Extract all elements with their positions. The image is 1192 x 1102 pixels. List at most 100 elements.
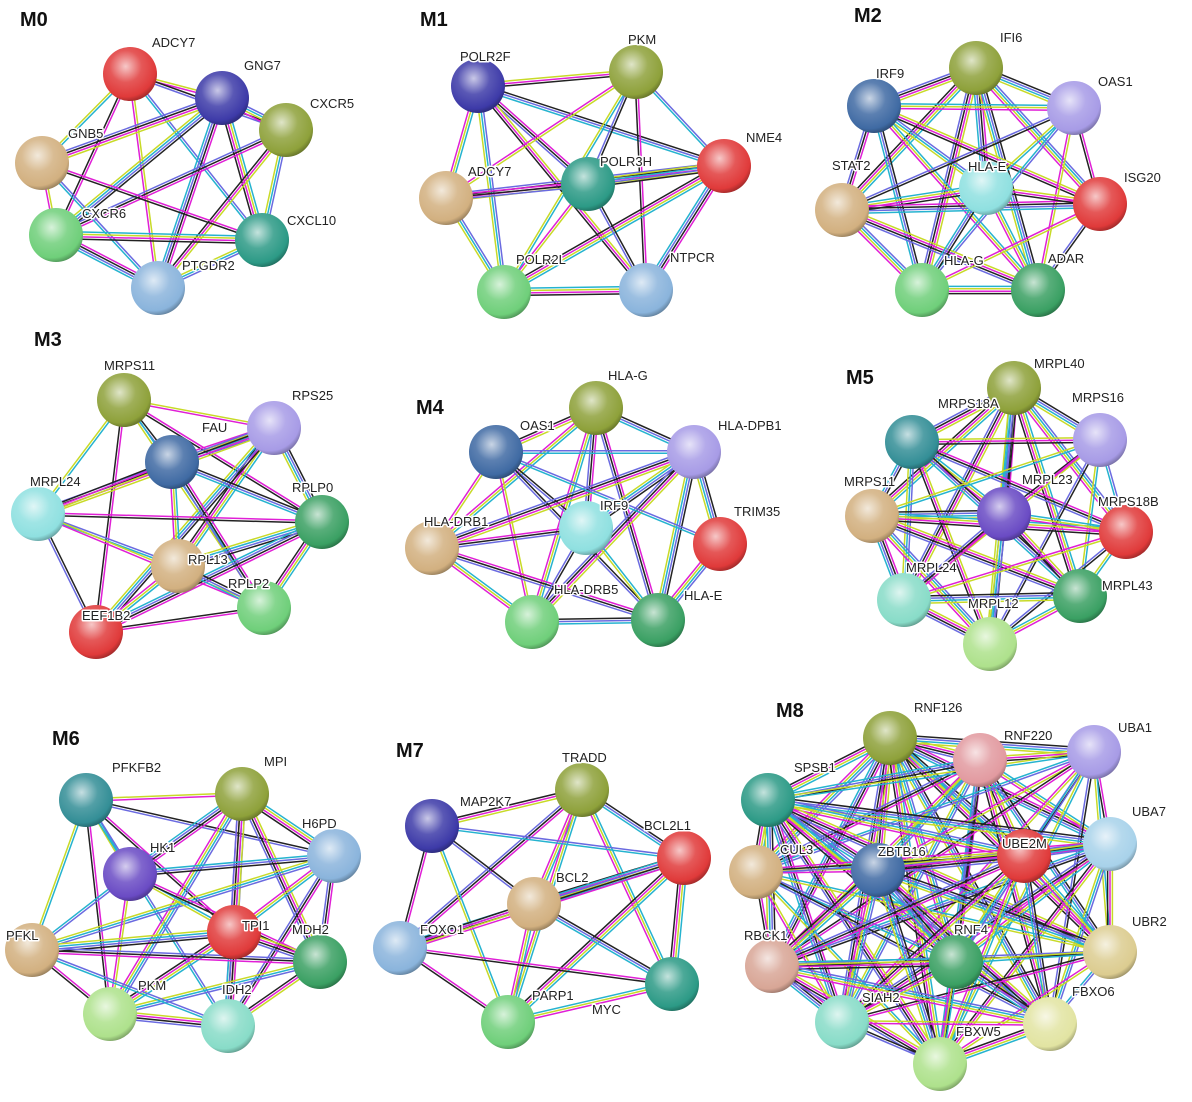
gene-node-circle: [215, 767, 269, 821]
gene-label: MRPS11: [104, 358, 155, 373]
network-edge: [756, 752, 1095, 874]
gene-node-circle: [293, 935, 347, 989]
gene-node-ntpcr: NTPCR: [619, 249, 716, 317]
gene-node-circle: [469, 425, 523, 479]
gene-node-hla-dpb1: HLA-DPB1: [667, 417, 783, 479]
gene-label: IRF9: [876, 66, 904, 81]
network-edge: [873, 105, 1039, 291]
gene-node-zbtb16: ZBTB16: [851, 843, 927, 897]
network-edge: [530, 450, 694, 622]
network-edge: [240, 794, 320, 963]
gene-label: SIAH2: [862, 990, 900, 1005]
gene-node-circle: [559, 501, 613, 555]
network-edge: [31, 951, 320, 966]
network-edge: [768, 798, 942, 1064]
network-edge: [878, 868, 1111, 952]
gene-node-mrps18b: MRPS18B: [1097, 493, 1160, 559]
gene-node-uba7: UBA7: [1083, 803, 1167, 871]
network-edge: [170, 463, 322, 525]
gene-label: IDH2: [222, 982, 252, 997]
gene-label: MRPL24: [906, 560, 957, 575]
gene-node-tradd: TRADD: [555, 749, 609, 817]
network-edge: [656, 451, 694, 620]
gene-node-mrps16: MRPS16: [1071, 389, 1127, 467]
network-edge: [429, 405, 595, 547]
network-edge: [904, 598, 1081, 605]
gene-node-cxcr5: CXCR5: [259, 95, 356, 157]
network-edge: [771, 855, 1025, 967]
network-edge: [911, 436, 1100, 441]
gene-node-circle: [103, 847, 157, 901]
gene-node-trim35: TRIM35: [693, 503, 782, 571]
gene-node-circle: [657, 831, 711, 885]
network-edge: [911, 441, 1127, 533]
gene-node-pkm: PKM: [609, 31, 663, 99]
network-edge: [1025, 855, 1054, 1024]
gene-node-circle: [741, 773, 795, 827]
network-edge: [112, 795, 246, 1017]
network-edge: [841, 1022, 1050, 1026]
network-edge: [31, 927, 234, 948]
network-edge: [841, 855, 1025, 1023]
network-edge: [109, 958, 320, 1013]
gene-node-circle: [569, 381, 623, 435]
gene-node-gnb5: GNB5: [15, 125, 105, 190]
network-edge: [444, 70, 636, 198]
network-edge: [397, 787, 581, 947]
gene-node-circle: [1073, 413, 1127, 467]
module-edges: [30, 790, 338, 1031]
gene-node-spsb1: SPSB1: [741, 759, 837, 827]
network-edge: [507, 983, 673, 1023]
network-edge: [399, 948, 672, 986]
network-edge: [660, 452, 699, 621]
network-edge: [31, 852, 334, 949]
gene-node-circle: [913, 1037, 967, 1091]
gene-label: POLR3H: [600, 154, 652, 169]
gene-node-circle: [851, 843, 905, 897]
gene-node-hla-g: HLA-G: [895, 252, 985, 317]
network-edge: [583, 788, 675, 984]
network-edge: [873, 390, 1017, 520]
network-edge: [130, 72, 264, 240]
gene-node-circle: [15, 136, 69, 190]
network-edge: [768, 795, 1025, 854]
gene-label: FOXO1: [420, 922, 464, 937]
network-edge: [432, 544, 659, 619]
network-edge: [431, 407, 597, 549]
network-edge: [756, 870, 1111, 952]
network-edge: [870, 386, 1014, 516]
gene-label: FBXW5: [956, 1024, 1001, 1039]
network-edge: [155, 128, 285, 287]
network-edge: [871, 516, 1080, 598]
network-edge: [496, 450, 721, 544]
gene-node-rnf4: RNF4: [929, 921, 989, 989]
network-edge: [95, 520, 322, 632]
gene-node-bcl2: BCL2: [507, 869, 590, 931]
network-edge: [976, 66, 1102, 204]
gene-node-irf9: IRF9: [847, 65, 906, 133]
network-edge: [85, 800, 334, 858]
network-edge: [988, 439, 1100, 644]
network-edge: [843, 760, 983, 1024]
gene-node-adcy7: ADCY7: [103, 34, 197, 101]
network-edge: [172, 459, 324, 521]
gene-node-bcl2l1: BCL2L1: [643, 817, 711, 885]
gene-label: MRPL24: [30, 474, 81, 489]
gene-node-rbck1: RBCK1: [743, 927, 799, 993]
network-edge: [1016, 385, 1130, 531]
network-edge: [130, 857, 335, 878]
network-edge: [37, 514, 322, 524]
network-edge: [904, 532, 1127, 602]
gene-node-circle: [963, 617, 1017, 671]
gene-node-circle: [1099, 505, 1153, 559]
network-edge: [1036, 107, 1074, 290]
gene-node-circle: [697, 139, 751, 193]
gene-node-tpi1: TPI1: [207, 905, 271, 959]
network-edge: [95, 606, 264, 632]
network-edge: [840, 750, 1094, 1022]
network-edge: [772, 845, 1112, 969]
network-edge: [842, 1020, 1051, 1024]
gene-label: HLA-E: [968, 159, 1007, 174]
